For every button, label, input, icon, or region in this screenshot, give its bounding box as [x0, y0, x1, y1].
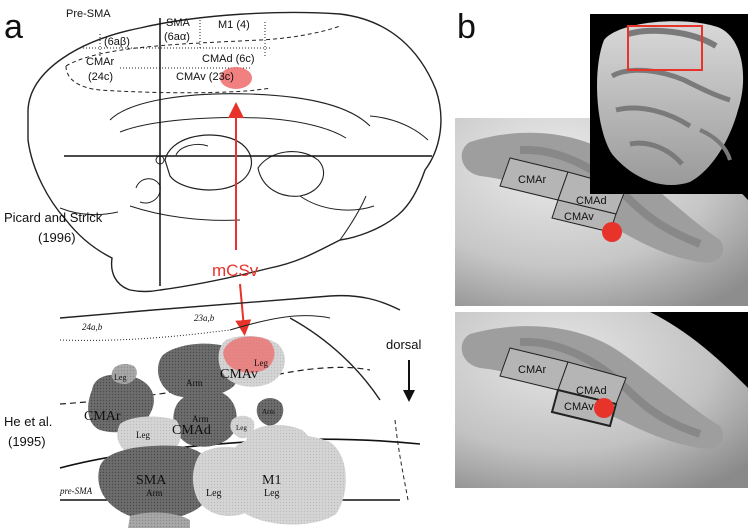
mcsv-label: mCSv — [212, 261, 259, 280]
arrow-down-to-bottom — [235, 283, 252, 336]
label-pre-sma-top: Pre-SMA — [66, 8, 111, 20]
label-cmav-bottom: CMAv — [220, 367, 258, 382]
label-pre-sma-code: (6aβ) — [104, 36, 130, 48]
medial-brain-drawing — [27, 11, 442, 293]
label-cmad-top: CMAd (6c) — [202, 53, 255, 65]
mcsv-top-highlight — [220, 67, 252, 89]
label-cmar-bottom: CMAr — [84, 409, 121, 424]
citation-picard-line2: (1996) — [38, 230, 76, 245]
lower-cmar-label: CMAr — [518, 364, 546, 376]
label-pre-sma-bottom: pre-SMA — [59, 486, 93, 496]
lower-cmav-label: CMAv — [564, 401, 594, 413]
label-cmad-bottom: CMAd — [172, 423, 211, 438]
flatmap-drawing — [59, 294, 421, 528]
upper-cmad-label: CMAd — [576, 195, 607, 207]
label-arm-cmav: Arm — [186, 378, 203, 388]
label-sma-top: SMA — [166, 17, 191, 29]
label-cmar-top: CMAr — [86, 56, 114, 68]
label-sma-bottom: SMA — [136, 473, 167, 488]
label-cmar-code: (24c) — [88, 71, 113, 83]
label-arm-small: Arm — [262, 408, 275, 416]
mcsv-dot-upper — [602, 222, 622, 242]
mcsv-dot-lower — [594, 398, 614, 418]
dorsal-label: dorsal — [386, 337, 422, 352]
label-m1-top: M1 (4) — [218, 19, 250, 31]
label-leg-small: Leg — [114, 373, 126, 382]
citation-he-line2: (1995) — [8, 434, 46, 449]
label-area-23: 23a,b — [194, 313, 215, 323]
inset-brain-render — [590, 14, 748, 194]
label-leg-right: Leg — [236, 424, 247, 432]
label-sma-code: (6aα) — [164, 31, 190, 43]
citation-picard-line1: Picard and Strick — [4, 210, 103, 225]
upper-cmar-label: CMAr — [518, 174, 546, 186]
dorsal-arrow-icon — [403, 360, 415, 402]
label-area-24: 24a,b — [82, 322, 103, 332]
label-cmav-top: CMAv (23c) — [176, 71, 234, 83]
upper-region-outlines — [499, 157, 627, 233]
label-leg-sma: Leg — [206, 488, 222, 499]
label-leg-m1: Leg — [264, 488, 280, 499]
lower-cmad-label: CMAd — [576, 385, 607, 397]
area-boundaries — [65, 20, 341, 94]
citation-he-line1: He et al. — [4, 414, 52, 429]
label-arm-cmad: Arm — [192, 414, 209, 424]
label-leg-cmav: Leg — [254, 358, 268, 368]
panel-b-letter: b — [457, 8, 476, 46]
label-arm-sma: Arm — [146, 488, 163, 498]
label-leg-cmad: Leg — [136, 430, 150, 440]
label-m1-bottom: M1 — [262, 473, 281, 488]
upper-cmav-label: CMAv — [564, 211, 594, 223]
panel-a-letter: a — [4, 8, 23, 46]
